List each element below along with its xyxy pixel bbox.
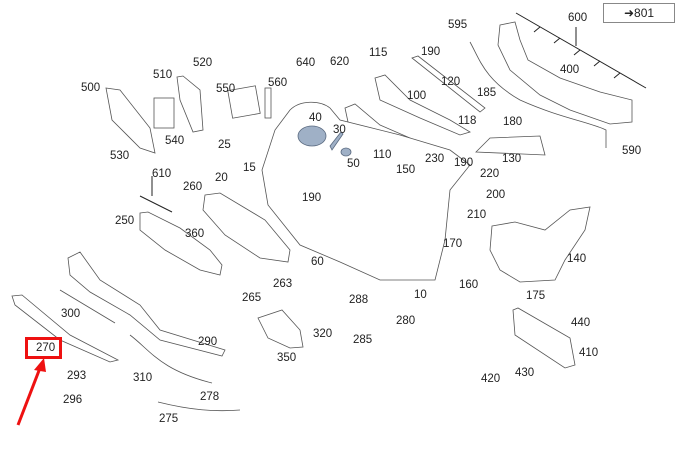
energy-absorber-400 bbox=[497, 21, 633, 125]
trim-strip-310 bbox=[129, 334, 213, 384]
bracket-500 bbox=[105, 87, 156, 154]
part-label-200[interactable]: 200 bbox=[486, 189, 506, 201]
part-label-440[interactable]: 440 bbox=[571, 317, 591, 329]
part-label-265[interactable]: 265 bbox=[242, 292, 262, 304]
part-label-610[interactable]: 610 bbox=[152, 168, 172, 180]
part-label-25[interactable]: 25 bbox=[218, 139, 231, 151]
part-label-280[interactable]: 280 bbox=[396, 315, 416, 327]
part-label-520[interactable]: 520 bbox=[193, 57, 213, 69]
part-label-180[interactable]: 180 bbox=[503, 116, 523, 128]
reference-link-label: 801 bbox=[634, 6, 655, 20]
reference-link-801[interactable]: ➜ 801 bbox=[603, 3, 675, 23]
part-label-590[interactable]: 590 bbox=[622, 145, 642, 157]
part-label-175[interactable]: 175 bbox=[526, 290, 546, 302]
part-label-160[interactable]: 160 bbox=[459, 279, 479, 291]
trim-260 bbox=[202, 192, 291, 263]
arrow-right-icon: ➜ bbox=[623, 6, 635, 20]
part-label-120[interactable]: 120 bbox=[441, 76, 461, 88]
part-label-550[interactable]: 550 bbox=[216, 83, 236, 95]
part-label-15[interactable]: 15 bbox=[243, 162, 256, 174]
part-label-60[interactable]: 60 bbox=[311, 256, 324, 268]
highlight-box-270 bbox=[25, 337, 62, 359]
harness-610-line bbox=[139, 195, 173, 213]
part-label-300[interactable]: 300 bbox=[61, 308, 81, 320]
trim-strip-120 bbox=[411, 55, 486, 113]
part-label-500[interactable]: 500 bbox=[81, 82, 101, 94]
bracket-510 bbox=[176, 75, 204, 133]
part-label-100[interactable]: 100 bbox=[407, 90, 427, 102]
part-label-560[interactable]: 560 bbox=[268, 77, 288, 89]
part-label-210[interactable]: 210 bbox=[467, 209, 487, 221]
part-label-40[interactable]: 40 bbox=[309, 112, 322, 124]
part-30-drawing bbox=[329, 131, 344, 151]
bumper-cover-10 bbox=[261, 101, 471, 281]
part-label-290[interactable]: 290 bbox=[198, 336, 218, 348]
part-label-360[interactable]: 360 bbox=[185, 228, 205, 240]
part-label-130[interactable]: 130 bbox=[502, 153, 522, 165]
side-panel-140 bbox=[489, 206, 591, 283]
part-label-50[interactable]: 50 bbox=[347, 158, 360, 170]
part-label-430[interactable]: 430 bbox=[515, 367, 535, 379]
grille-insert-350 bbox=[257, 309, 304, 349]
grille-frame-100 bbox=[374, 74, 471, 136]
part-label-190-right[interactable]: 190 bbox=[454, 157, 474, 169]
license-plate-holder-410 bbox=[512, 307, 576, 369]
part-label-400[interactable]: 400 bbox=[560, 64, 580, 76]
part-label-115[interactable]: 115 bbox=[369, 47, 388, 59]
bracket-560 bbox=[264, 87, 272, 119]
lower-grille-250 bbox=[139, 211, 223, 276]
part-label-600[interactable]: 600 bbox=[568, 12, 588, 24]
control-unit-550 bbox=[227, 85, 261, 119]
part-label-595[interactable]: 595 bbox=[448, 19, 468, 31]
part-label-220[interactable]: 220 bbox=[480, 168, 500, 180]
part-label-230[interactable]: 230 bbox=[425, 153, 445, 165]
part-label-420[interactable]: 420 bbox=[481, 373, 501, 385]
lamp-130 bbox=[475, 135, 546, 156]
part-label-250[interactable]: 250 bbox=[115, 215, 135, 227]
part-label-620[interactable]: 620 bbox=[330, 56, 350, 68]
part-label-30[interactable]: 30 bbox=[333, 124, 346, 136]
part-label-170[interactable]: 170 bbox=[443, 238, 463, 250]
trim-strip-275 bbox=[157, 401, 241, 412]
part-label-260[interactable]: 260 bbox=[183, 181, 203, 193]
part-label-275[interactable]: 275 bbox=[159, 413, 179, 425]
part-label-296[interactable]: 296 bbox=[63, 394, 83, 406]
part-label-140[interactable]: 140 bbox=[567, 253, 587, 265]
part-label-320[interactable]: 320 bbox=[313, 328, 333, 340]
part-label-118[interactable]: 118 bbox=[458, 115, 477, 127]
highlight-arrow bbox=[16, 358, 46, 426]
part-label-540[interactable]: 540 bbox=[165, 135, 185, 147]
wiring-harness-600-drawing bbox=[515, 12, 647, 89]
part-label-310[interactable]: 310 bbox=[133, 372, 153, 384]
part-label-270[interactable]: 270 bbox=[36, 342, 56, 354]
part-label-278[interactable]: 278 bbox=[200, 391, 220, 403]
part-label-190-center[interactable]: 190 bbox=[302, 192, 322, 204]
trim-strip-300 bbox=[59, 289, 116, 324]
part-label-20[interactable]: 20 bbox=[215, 172, 228, 184]
part-label-288[interactable]: 288 bbox=[349, 294, 369, 306]
part-label-150[interactable]: 150 bbox=[396, 164, 416, 176]
star-emblem-40 bbox=[297, 125, 327, 147]
sensor-cable-590 bbox=[469, 41, 607, 148]
part-label-110[interactable]: 110 bbox=[373, 149, 392, 161]
part-label-293[interactable]: 293 bbox=[67, 370, 87, 382]
part-label-190-top[interactable]: 190 bbox=[421, 46, 441, 58]
part-label-263[interactable]: 263 bbox=[273, 278, 293, 290]
part-label-640[interactable]: 640 bbox=[296, 57, 316, 69]
part-label-510[interactable]: 510 bbox=[153, 69, 173, 81]
control-unit-540 bbox=[153, 97, 175, 129]
part-50-drawing bbox=[340, 147, 352, 157]
part-label-410[interactable]: 410 bbox=[579, 347, 599, 359]
part-label-10[interactable]: 10 bbox=[414, 289, 427, 301]
part-label-185[interactable]: 185 bbox=[477, 87, 497, 99]
trim-strip-290 bbox=[67, 251, 226, 357]
part-label-350[interactable]: 350 bbox=[277, 352, 297, 364]
trim-strip-270 bbox=[11, 294, 120, 363]
part-label-285[interactable]: 285 bbox=[353, 334, 373, 346]
part-label-530[interactable]: 530 bbox=[110, 150, 130, 162]
